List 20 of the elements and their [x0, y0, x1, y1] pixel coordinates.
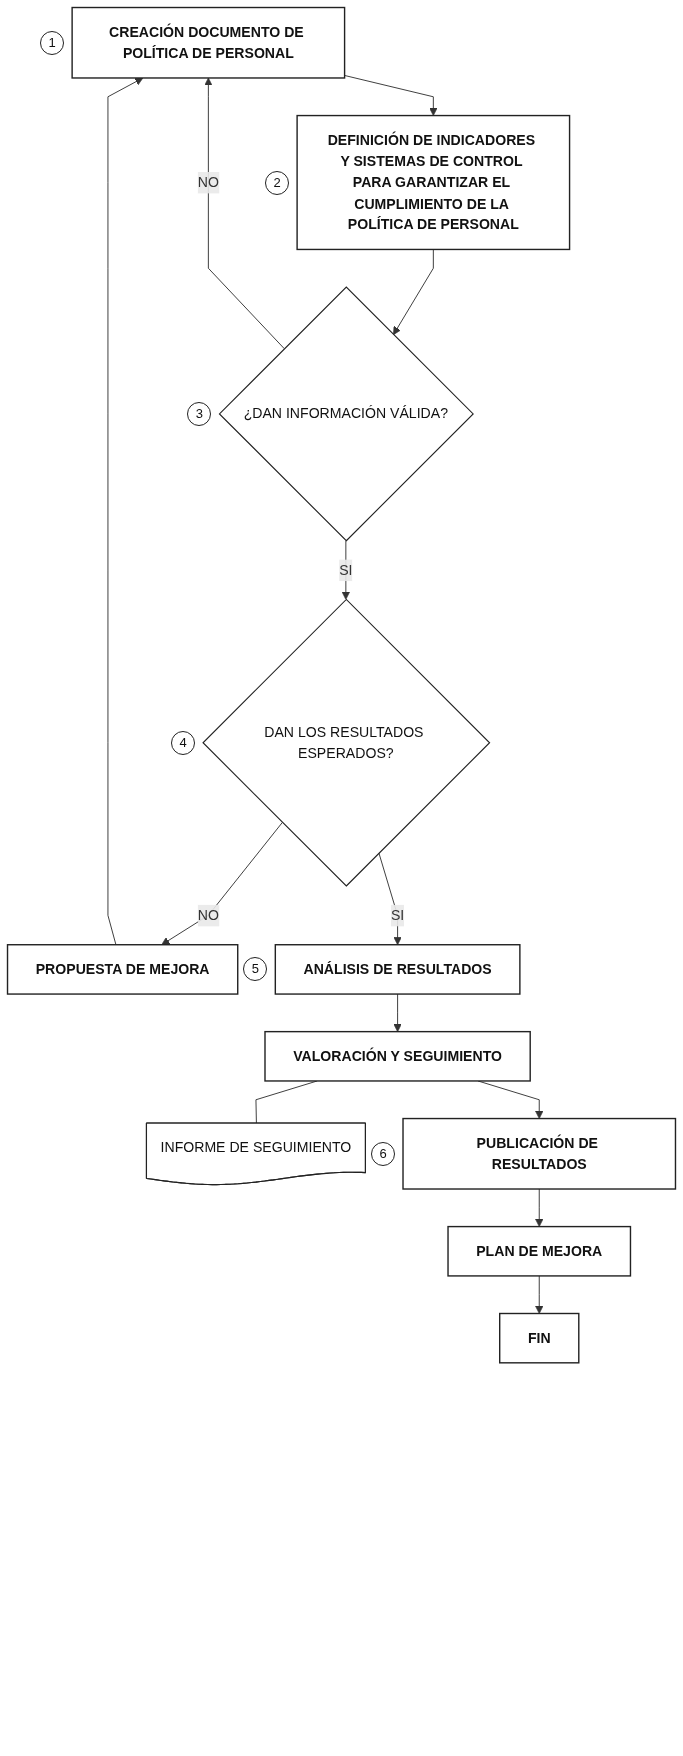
node-diamond: ¿DAN INFORMACIÓN VÁLIDA? [218, 286, 474, 542]
node-box: PROPUESTA DE MEJORA [6, 944, 239, 995]
step-number: 3 [187, 401, 212, 426]
edge-label: SI [339, 561, 353, 578]
node-box: FIN [499, 1312, 580, 1364]
node-diamond: DAN LOS RESULTADOS ESPERADOS? [202, 598, 491, 887]
node-box: VALORACIÓN Y SEGUIMIENTO [264, 1030, 531, 1082]
edge-label: SI [390, 906, 405, 923]
node-box: DEFINICIÓN DE INDICADORES Y SISTEMAS DE CONTROL PARA GARANTIZAR EL CUMPLIMIENTO DE LA POLÍTICA DE PERSONAL [296, 114, 571, 251]
node-box: CREACIÓN DOCUMENTO DE POLÍTICA DE PERSONAL [71, 6, 346, 79]
step-number: 2 [265, 170, 290, 195]
step-number: 1 [40, 30, 65, 55]
edge-label: NO [197, 173, 219, 190]
edge-label: NO [197, 906, 219, 923]
node-box: ANÁLISIS DE RESULTADOS [274, 944, 521, 995]
node-box: PUBLICACIÓN DE RESULTADOS [402, 1117, 677, 1190]
step-number: 4 [171, 730, 196, 755]
node-box: PLAN DE MEJORA [447, 1225, 632, 1277]
step-number: 6 [371, 1141, 395, 1166]
step-number: 5 [243, 957, 268, 982]
